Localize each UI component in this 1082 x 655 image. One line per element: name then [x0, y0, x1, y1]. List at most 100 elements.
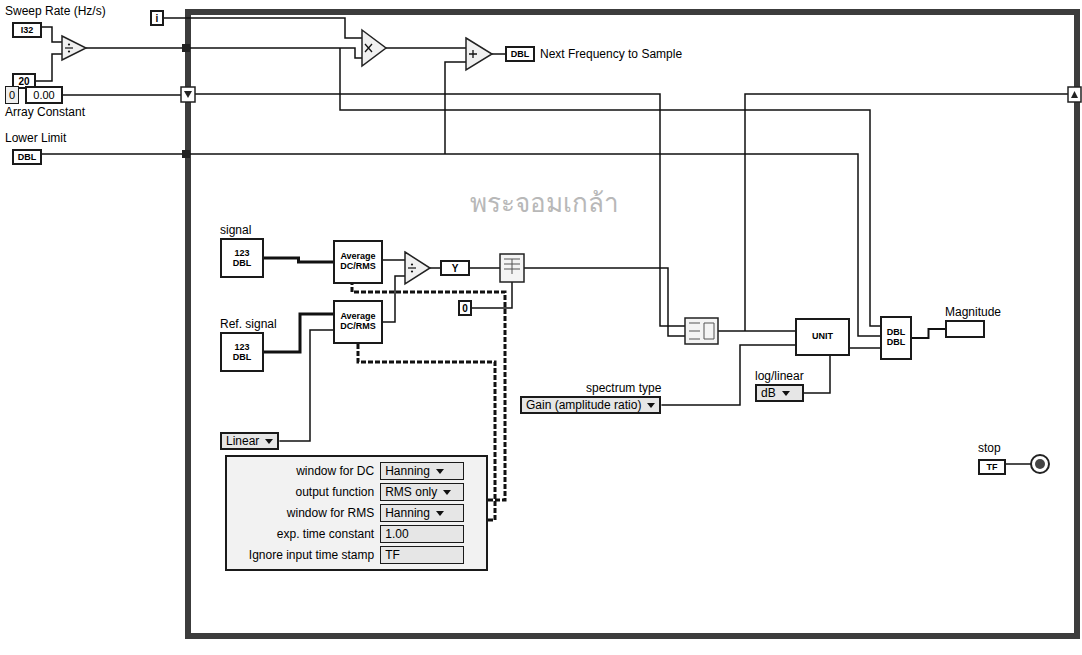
terminal-box: TF: [978, 459, 1006, 475]
add-function: [466, 38, 492, 70]
cluster-field-box: Hanning: [380, 462, 464, 480]
subvi-node: Average DC/RMS: [333, 240, 383, 284]
tunnel: [182, 44, 190, 52]
array-grid-symbol: [504, 259, 520, 274]
waveform-component-node: Y: [440, 260, 470, 276]
wire: [63, 94, 181, 96]
enum-label: spectrum type: [520, 380, 661, 396]
bundle-node: DBLDBL: [880, 316, 912, 360]
icon-text: DBL: [233, 258, 252, 268]
terminal-label: Lower Limit: [5, 130, 66, 146]
divide-function: [62, 36, 86, 60]
array-constant: 0 0.00Array Constant: [5, 86, 85, 120]
terminal-box: 0.00: [25, 86, 63, 104]
divide-symbol: [408, 267, 416, 268]
node-text: Y: [452, 263, 459, 274]
cluster-constant: window for DCHanningoutput functionRMS o…: [225, 455, 488, 571]
cluster-field-label: window for RMS: [287, 505, 374, 521]
index-array-function: [500, 254, 524, 282]
waveform-terminal: Ref. signal123DBL: [220, 316, 277, 372]
terminal-box: 123DBL: [220, 332, 264, 372]
shift-register: [181, 87, 195, 102]
cluster-field-label: Ignore input time stamp: [249, 547, 374, 563]
data-type: TF: [987, 462, 998, 472]
add-symbol: [469, 50, 477, 58]
terminal-box: dB: [755, 384, 804, 402]
wire: [430, 267, 440, 269]
wire: [492, 53, 505, 55]
terminal-label: Ref. signal: [220, 316, 277, 332]
terminal-label: signal: [220, 222, 264, 238]
wire: [445, 62, 466, 154]
wire: [524, 268, 685, 336]
icon-text: 123: [234, 342, 249, 352]
loop-condition-terminal: [1035, 459, 1045, 469]
waveform-terminal: signal 123DBL: [220, 222, 264, 278]
terminal-box: I32: [12, 22, 42, 38]
cluster-field-label: window for DC: [296, 463, 374, 479]
divide-symbol: [68, 43, 70, 45]
tunnel: [182, 150, 190, 158]
wire: [86, 48, 362, 58]
wire: [383, 276, 405, 322]
wire: [745, 94, 1068, 331]
wires: [36, 18, 1068, 464]
node-text: 0: [462, 303, 468, 314]
watermark-text: พระจอมเกล้า: [470, 182, 619, 223]
array-index: 0: [9, 89, 15, 101]
cluster-field-value: Hanning: [385, 464, 430, 478]
dropdown-arrow: [436, 469, 444, 474]
wire: [340, 48, 880, 326]
shift-register: [1068, 87, 1081, 102]
terminal-box: Linear: [220, 432, 279, 450]
node-text: Average DC/RMS: [337, 252, 379, 272]
array-index-box: 0: [5, 86, 19, 104]
node-text: 20: [18, 76, 29, 87]
cluster-field-value: TF: [385, 548, 400, 562]
while-loop-frame: [188, 12, 1077, 636]
array-element: 0.00: [33, 89, 54, 101]
enum-value: Linear: [226, 434, 259, 448]
shift-register-arrow: [184, 91, 192, 98]
enum-constant: spectrum typeGain (amplitude ratio): [520, 380, 661, 414]
divide-symbol: [65, 47, 73, 48]
node-text: Average DC/RMS: [337, 312, 379, 332]
terminal-box: Gain (amplitude ratio): [520, 396, 661, 414]
array-label: Array Constant: [5, 104, 85, 120]
terminal-box: [945, 320, 985, 338]
terminal-label: Next Frequency to Sample: [540, 46, 682, 62]
node-text: DBL: [887, 328, 906, 338]
data-type: I32: [21, 25, 34, 35]
wire: [718, 330, 795, 332]
subvi-node: Average DC/RMS: [333, 300, 383, 344]
numeric-constant: 0: [458, 300, 472, 316]
cluster-field-label: output function: [295, 484, 374, 500]
terminal-label: Sweep Rate (Hz/s): [5, 3, 106, 19]
divide-symbol: [68, 50, 70, 52]
terminal-label: stop: [978, 440, 1006, 456]
enum-constant: Linear: [220, 432, 279, 450]
iteration-terminal: i: [150, 10, 164, 26]
divide-symbol: [411, 270, 413, 272]
multiply-function: [362, 30, 386, 66]
wire: [36, 54, 62, 81]
build-array-function: [685, 318, 718, 344]
wire: [470, 267, 500, 269]
node-text: UNIT: [812, 332, 833, 342]
terminal-box: DBL: [12, 149, 42, 165]
shift-register-arrow: [1071, 91, 1078, 98]
indicator-terminal: DBL Next Frequency to Sample: [505, 46, 682, 62]
icon-text: DBL: [233, 352, 252, 362]
data-type: DBL: [511, 49, 530, 59]
wire: [264, 258, 333, 262]
array-grid-symbol: [689, 323, 714, 339]
icon-text: 123: [234, 248, 249, 258]
enum-value: dB: [761, 386, 776, 400]
enum-constant: log/lineardB: [755, 368, 804, 402]
wire: [383, 259, 405, 261]
indicator-terminal: Magnitude: [945, 304, 1001, 342]
enum-value: Gain (amplitude ratio): [526, 398, 641, 412]
divide-function: [405, 252, 430, 284]
